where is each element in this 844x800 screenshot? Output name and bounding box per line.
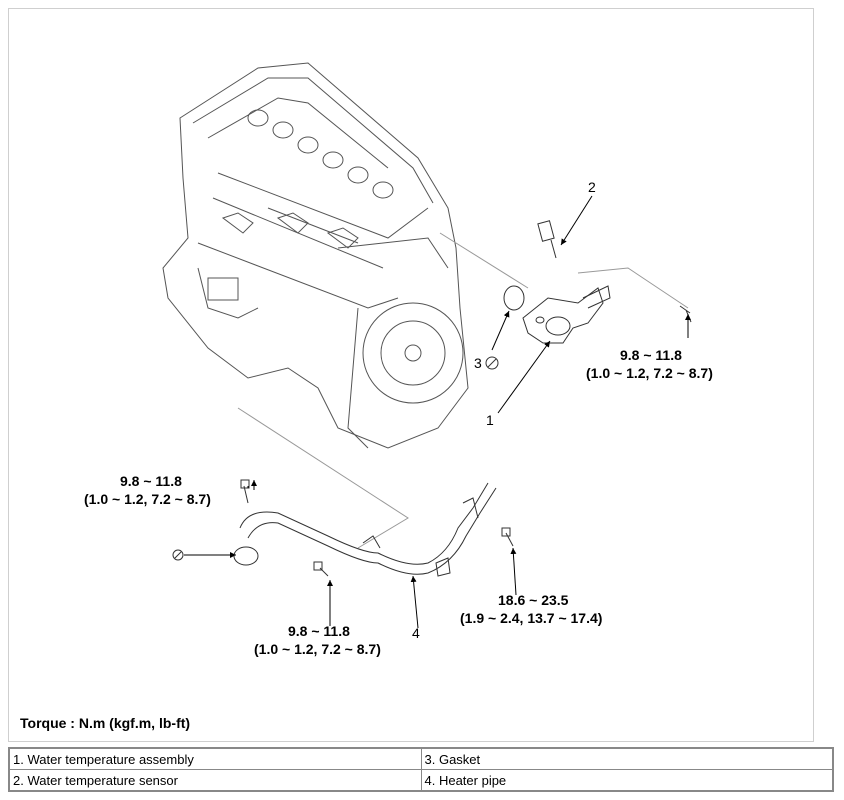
callout-4: 4 <box>412 625 420 641</box>
callout-1: 1 <box>486 412 494 428</box>
legend-item: 4. Heater pipe <box>420 769 834 792</box>
legend-item: 3. Gasket <box>420 747 834 770</box>
torque-spec-flange-line2: (1.0 ~ 1.2, 7.2 ~ 8.7) <box>84 491 211 507</box>
torque-unit-label: Torque : N.m (kgf.m, lb-ft) <box>20 715 191 731</box>
parts-legend-table: 1. Water temperature assembly 3. Gasket … <box>8 747 834 792</box>
legend-row: 2. Water temperature sensor 4. Heater pi… <box>8 769 834 792</box>
torque-spec-clamp-line2: (1.9 ~ 2.4, 13.7 ~ 17.4) <box>460 610 602 626</box>
torque-spec-clamp-line1: 18.6 ~ 23.5 <box>498 592 569 608</box>
callout-3: 3 <box>474 355 482 371</box>
torque-spec-assembly-line1: 9.8 ~ 11.8 <box>620 347 682 363</box>
torque-spec-bracket-line1: 9.8 ~ 11.8 <box>288 623 350 639</box>
water-temperature-sensor-part <box>537 220 557 259</box>
diagram-frame <box>8 8 814 742</box>
legend-item: 2. Water temperature sensor <box>8 769 422 792</box>
heater-pipe-part <box>239 482 497 577</box>
callout-2: 2 <box>588 179 596 195</box>
legend-item: 1. Water temperature assembly <box>8 747 422 770</box>
legend-row: 1. Water temperature assembly 3. Gasket <box>8 747 834 770</box>
water-temperature-assembly-part <box>522 285 611 344</box>
torque-spec-assembly-line2: (1.0 ~ 1.2, 7.2 ~ 8.7) <box>586 365 713 381</box>
engine-block-illustration <box>162 62 469 449</box>
torque-spec-bracket-line2: (1.0 ~ 1.2, 7.2 ~ 8.7) <box>254 641 381 657</box>
gasket-part <box>503 285 525 311</box>
exploded-view-diagram: 1 2 3 4 9.8 ~ 11.8 (1.0 ~ 1.2, 7.2 ~ 8.7… <box>84 62 713 657</box>
torque-spec-flange-line1: 9.8 ~ 11.8 <box>120 473 182 489</box>
